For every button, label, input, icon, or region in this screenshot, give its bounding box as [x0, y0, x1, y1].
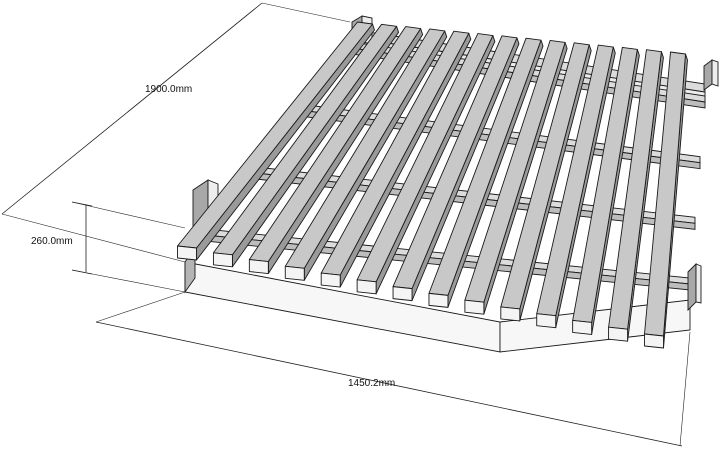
slat-end-cap [500, 306, 521, 322]
dimension-width: 1450.2mm [95, 291, 691, 447]
slat [608, 49, 664, 342]
post-front-right-front [695, 263, 702, 304]
slat [177, 21, 375, 261]
post-back-right-front [711, 59, 719, 87]
slat-end-cap [356, 279, 377, 295]
dimension-length: 1900.0mm [1, 2, 351, 263]
dimension-width-line [95, 321, 683, 447]
dimension-height-label: 260.0mm [31, 236, 73, 247]
slat [356, 33, 496, 295]
slat [392, 35, 520, 302]
slat-end-cap [177, 245, 197, 261]
slat-end-cap [464, 299, 485, 315]
slat [284, 28, 448, 281]
slat-end-cap [536, 313, 557, 329]
slat [428, 37, 544, 308]
slat [248, 26, 424, 274]
slat-end-cap [212, 252, 233, 268]
slat [536, 44, 616, 329]
dimension-length-line [1, 2, 263, 215]
post-front-right-side [687, 262, 697, 312]
slat-end-cap [248, 259, 269, 274]
slat-end-cap [572, 320, 593, 335]
slat-end-cap [608, 326, 629, 342]
post-back-right-side [703, 59, 713, 91]
slat-end-cap [392, 286, 413, 302]
dimension-height: 260.0mm [31, 201, 186, 293]
slat [572, 46, 640, 335]
slat [320, 30, 472, 288]
slat-end-cap [320, 272, 341, 288]
slat [644, 51, 688, 349]
slat [500, 42, 592, 322]
slat [212, 23, 400, 268]
dimension-width-label: 1450.2mm [348, 378, 395, 389]
dimension-length-label: 1900.0mm [145, 84, 192, 95]
slat [464, 40, 568, 315]
slat-end-cap [428, 292, 449, 308]
slat-end-cap [644, 333, 664, 349]
slats [177, 21, 688, 349]
slat-end-cap [284, 265, 305, 281]
